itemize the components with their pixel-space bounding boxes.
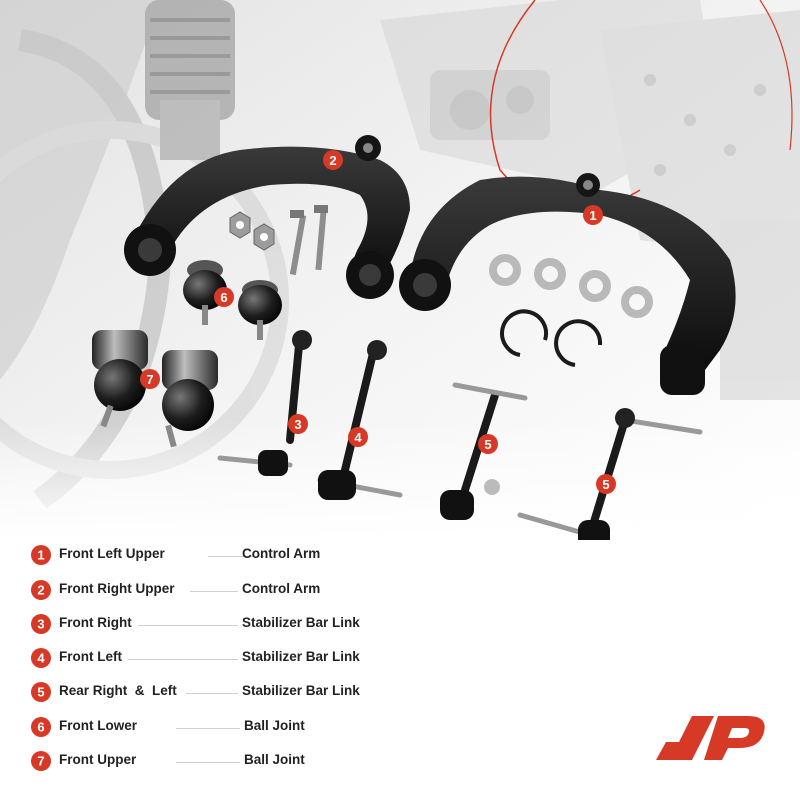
legend-row-5: 5 Rear Right & Left Stabilizer Bar Link: [30, 679, 390, 705]
svg-text:5: 5: [484, 437, 491, 452]
legend-part-name: Front Right Upper: [59, 581, 175, 596]
number-badge-icon: 7: [30, 750, 52, 772]
svg-text:1: 1: [589, 208, 596, 223]
number-badge-icon: 3: [30, 613, 52, 635]
leader-line: [128, 659, 238, 660]
number-badge-icon: 5: [30, 681, 52, 703]
legend-part-name: Front Left Upper: [59, 546, 165, 561]
legend-part-type: Control Arm: [242, 581, 321, 596]
legend-row-7: 7 Front Upper Ball Joint: [30, 748, 390, 774]
legend-row-1: 1 Front Left Upper Control Arm: [30, 542, 390, 568]
legend-row-6: 6 Front Lower Ball Joint: [30, 714, 390, 740]
svg-text:6: 6: [37, 720, 44, 735]
leader-line: [208, 556, 264, 557]
leader-line: [176, 762, 240, 763]
svg-text:5: 5: [602, 477, 609, 492]
hardware: [229, 205, 328, 276]
svg-text:6: 6: [220, 290, 227, 305]
svg-text:1: 1: [37, 548, 44, 563]
number-badge-icon: 1: [30, 544, 52, 566]
svg-text:2: 2: [329, 153, 336, 168]
legend-row-3: 3 Front Right Stabilizer Bar Link: [30, 611, 390, 637]
leader-line: [138, 625, 238, 626]
number-badge-icon: 2: [30, 579, 52, 601]
callout-5a: 5: [478, 434, 498, 454]
callout-5b: 5: [596, 474, 616, 494]
svg-text:7: 7: [146, 372, 153, 387]
legend-part-type: Stabilizer Bar Link: [242, 615, 360, 630]
ball-joints-7: [92, 330, 218, 448]
svg-text:3: 3: [294, 417, 301, 432]
callout-badges: 1 2 3 4 5 5 6 7: [140, 150, 616, 494]
callout-3: 3: [288, 414, 308, 434]
callout-1: 1: [583, 205, 603, 225]
number-badge-icon: 4: [30, 647, 52, 669]
legend-part-type: Ball Joint: [244, 718, 305, 733]
svg-text:7: 7: [37, 754, 44, 769]
leader-line: [190, 591, 238, 592]
legend-part-name: Front Right: [59, 615, 132, 630]
callout-7: 7: [140, 369, 160, 389]
parts-photo: 1 2 3 4 5 5 6 7: [0, 0, 800, 540]
leader-line: [186, 693, 238, 694]
legend-part-name: Rear Right & Left: [59, 683, 177, 698]
washers: [489, 254, 653, 367]
number-badge-icon: 6: [30, 716, 52, 738]
callout-2: 2: [323, 150, 343, 170]
svg-text:5: 5: [37, 685, 44, 700]
control-arm-2: [124, 135, 410, 299]
legend-part-name: Front Upper: [59, 752, 137, 767]
legend-part-type: Stabilizer Bar Link: [242, 683, 360, 698]
callout-4: 4: [348, 427, 368, 447]
leader-line: [176, 728, 240, 729]
legend-part-name: Front Lower: [59, 718, 137, 733]
control-arm-1: [399, 173, 736, 395]
svg-text:4: 4: [37, 651, 45, 666]
legend-part-type: Stabilizer Bar Link: [242, 649, 360, 664]
legend-part-name: Front Left: [59, 649, 122, 664]
svg-text:3: 3: [37, 617, 44, 632]
legend-row-2: 2 Front Right Upper Control Arm: [30, 577, 390, 603]
brand-logo-icon: [656, 716, 765, 760]
svg-text:4: 4: [354, 430, 362, 445]
legend-row-4: 4 Front Left Stabilizer Bar Link: [30, 645, 390, 671]
legend-part-type: Control Arm: [242, 546, 321, 561]
legend-part-type: Ball Joint: [244, 752, 305, 767]
svg-text:2: 2: [37, 583, 44, 598]
callout-6: 6: [214, 287, 234, 307]
